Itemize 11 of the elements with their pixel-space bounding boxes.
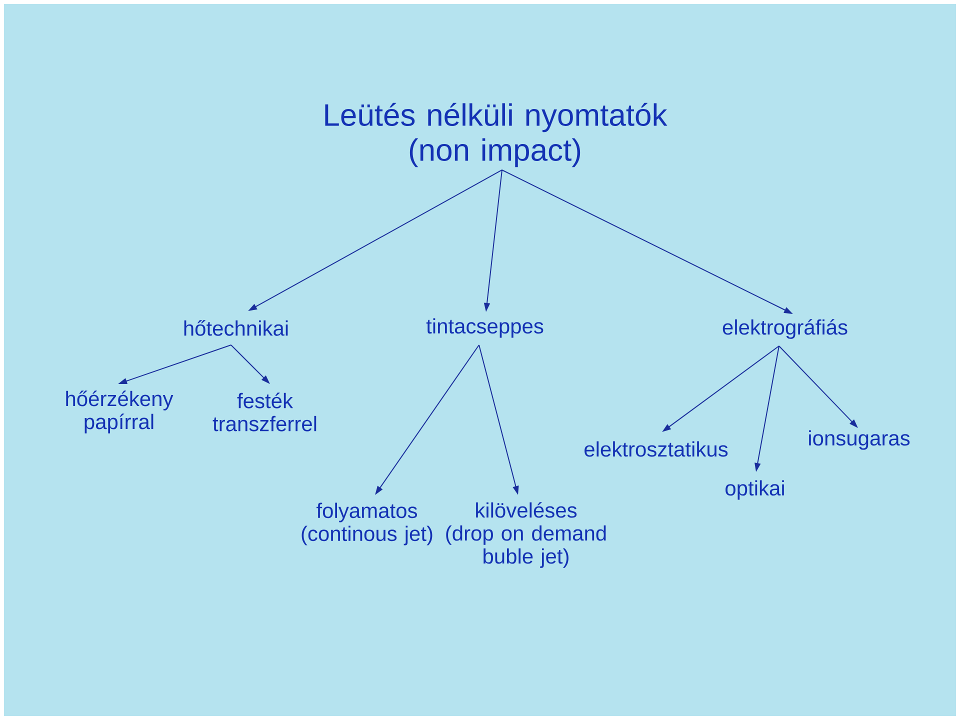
category-label: elektrosztatikus: [584, 441, 728, 457]
category-label: hőérzékeny papírral: [66, 390, 174, 434]
heading-text: Leütés nélküli nyomtatók (non impact): [325, 102, 668, 168]
category-label: optikai: [726, 480, 784, 500]
category-label: festék transzferrel: [212, 392, 316, 432]
category-label: hőtechnikai: [184, 320, 288, 336]
category-label: kilöveléses (drop on demand buble jet): [446, 502, 606, 568]
category-label: tintacseppes: [426, 318, 544, 338]
category-label: ionsugaras: [809, 430, 910, 450]
category-label: elektrográfiás: [722, 319, 848, 339]
category-label: folyamatos (continous jet): [302, 502, 432, 546]
